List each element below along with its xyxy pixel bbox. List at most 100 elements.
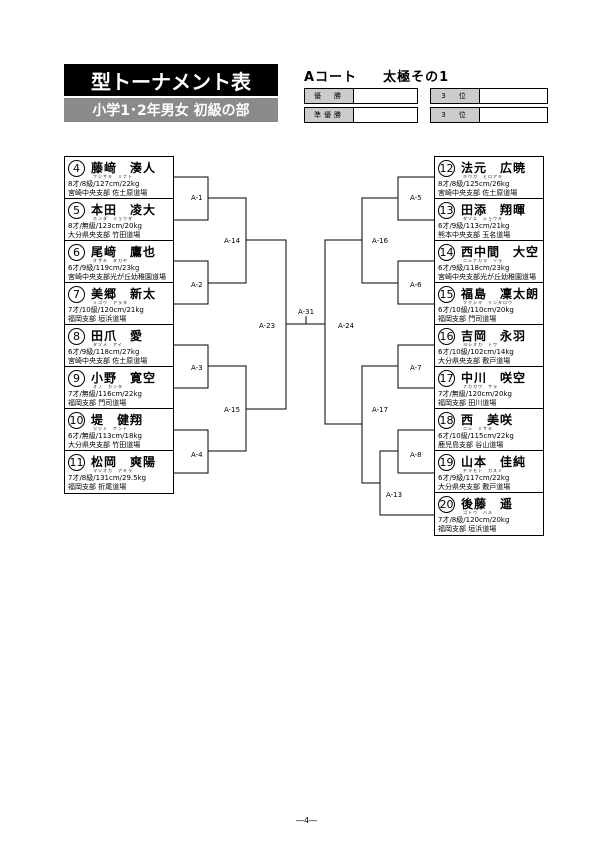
entry-card: 10 堤 健翔 ツツミ ケント 6才/無級/113cm/18kg 大分県央支部 … <box>65 409 173 451</box>
entry-kana: マツオカ アキラ <box>93 468 133 473</box>
entry-dojo: 大分県央支部 竹田道場 <box>68 441 141 449</box>
entry-name: 田添 翔暉 <box>461 203 527 217</box>
entry-dojo: 福岡支部 門司道場 <box>438 315 497 323</box>
entry-card: 16 吉岡 永羽 ヨシオカ トワ 6才/10級/102cm/14kg 大分県央支… <box>435 325 543 367</box>
entry-card: 9 小野 寛空 オノ カンタ 7才/無級/116cm/22kg 福岡支部 門司道… <box>65 367 173 409</box>
match-label: A-8 <box>410 451 422 459</box>
entry-kana: タゾエ ショウキ <box>463 216 503 221</box>
entry-card: 4 藤﨑 湊人 フジサキ ミナト 8才/8級/127cm/22kg 宮崎中央支部… <box>65 157 173 199</box>
result-champion: 優 勝 <box>304 88 418 104</box>
match-label: A-24 <box>338 322 355 330</box>
entry-number: 4 <box>68 160 85 177</box>
match-label: A-14 <box>224 237 241 245</box>
entry-dojo: 福岡支部 垣浜道場 <box>68 315 127 323</box>
entry-number: 12 <box>438 160 455 177</box>
entry-card: 12 法元 広暁 ホウガ ヒロアキ 8才/8級/125cm/26kg 宮崎中央支… <box>435 157 543 199</box>
entry-name: 山本 佳純 <box>461 455 527 469</box>
entry-name: 田爪 愛 <box>91 329 144 343</box>
entry-name: 福島 凜太朗 <box>461 287 540 301</box>
entry-name: 小野 寛空 <box>91 371 157 385</box>
entry-kana: ニシ ミサキ <box>463 426 493 431</box>
left-entry-list: 4 藤﨑 湊人 フジサキ ミナト 8才/8級/127cm/22kg 宮崎中央支部… <box>64 156 174 494</box>
entry-dojo: 宮崎中央支部 佐土原道場 <box>68 189 148 197</box>
entry-name: 法元 広暁 <box>461 161 527 175</box>
entry-dojo: 大分県央支部 敷戸道場 <box>438 483 511 491</box>
entry-stats: 8才/無級/123cm/20kg <box>68 222 142 230</box>
entry-name: 尾﨑 鷹也 <box>91 245 157 259</box>
entry-stats: 6才/10級/110cm/20kg <box>438 306 514 314</box>
match-label: A-1 <box>191 194 203 202</box>
entry-stats: 6才/9級/118cm/23kg <box>438 264 510 272</box>
entry-card: 13 田添 翔暉 タゾエ ショウキ 6才/9級/113cm/21kg 熊本中央支… <box>435 199 543 241</box>
entry-number: 17 <box>438 370 455 387</box>
entry-card: 18 西 美咲 ニシ ミサキ 6才/10級/115cm/22kg 鹿児島支部 谷… <box>435 409 543 451</box>
entry-number: 13 <box>438 202 455 219</box>
entry-kana: ミゴウ アラタ <box>93 300 128 305</box>
entry-number: 16 <box>438 328 455 345</box>
entry-stats: 8才/8級/127cm/22kg <box>68 180 140 188</box>
entry-dojo: 大分県央支部 敷戸道場 <box>438 357 511 365</box>
entry-dojo: 大分県央支部 竹田道場 <box>68 231 141 239</box>
entry-number: 5 <box>68 202 85 219</box>
match-label: A-5 <box>410 194 422 202</box>
match-label: A-7 <box>410 364 422 372</box>
entry-card: 8 田爪 愛 タヅメ アイ 6才/9級/118cm/27kg 宮崎中央支部 佐土… <box>65 325 173 367</box>
match-label: A-15 <box>224 406 241 414</box>
result-third-2: 3 位 <box>430 107 548 123</box>
entry-card: 19 山本 佳純 ヤマモト カスミ 6才/9級/117cm/22kg 大分県央支… <box>435 451 543 493</box>
court-heading: Aコート太極その1 <box>304 66 449 85</box>
entry-number: 9 <box>68 370 85 387</box>
entry-name: 吉岡 永羽 <box>461 329 527 343</box>
entry-kana: タヅメ アイ <box>93 342 123 347</box>
entry-kana: ツツミ ケント <box>93 426 128 431</box>
result-label: 準優勝 <box>305 108 354 122</box>
entry-card: 15 福島 凜太朗 フクシマ リンタロウ 6才/10級/110cm/20kg 福… <box>435 283 543 325</box>
entry-kana: フジサキ ミナト <box>93 174 133 179</box>
entry-dojo: 福岡支部 垣浜道場 <box>438 525 497 533</box>
match-label: A-6 <box>410 281 422 289</box>
match-label: A-23 <box>259 322 276 330</box>
entry-kana: ニシナカマ ソラ <box>463 258 503 263</box>
result-runner-up: 準優勝 <box>304 107 418 123</box>
entry-dojo: 宮崎中央支部 佐土原道場 <box>438 189 518 197</box>
entry-number: 8 <box>68 328 85 345</box>
division-subtitle: 小学1･2年男女 初級の部 <box>64 98 278 122</box>
entry-card: 20 後藤 遥 ゴトウ ハル 7才/8級/120cm/20kg 福岡支部 垣浜道… <box>435 493 543 535</box>
result-third-1: 3 位 <box>430 88 548 104</box>
match-label: A-3 <box>191 364 203 372</box>
entry-dojo: 福岡支部 門司道場 <box>68 399 127 407</box>
entry-card: 14 西中間 大空 ニシナカマ ソラ 6才/9級/118cm/23kg 宮崎中央… <box>435 241 543 283</box>
entry-stats: 7才/8級/131cm/29.5kg <box>68 474 147 482</box>
entry-kana: オザキ タカヤ <box>93 258 128 263</box>
entry-number: 15 <box>438 286 455 303</box>
entry-dojo: 宮崎中央支部光が丘幼稚園道場 <box>68 273 166 281</box>
match-label: A-4 <box>191 451 203 459</box>
entry-kana: ゴトウ ハル <box>463 510 493 515</box>
entry-kana: ナカガワ サラ <box>463 384 498 389</box>
entry-stats: 6才/10級/102cm/14kg <box>438 348 514 356</box>
entry-number: 14 <box>438 244 455 261</box>
entry-number: 7 <box>68 286 85 303</box>
entry-card: 11 松岡 爽陽 マツオカ アキラ 7才/8級/131cm/29.5kg 福岡支… <box>65 451 173 493</box>
match-label: A-17 <box>372 406 389 414</box>
entry-stats: 6才/9級/113cm/21kg <box>438 222 510 230</box>
entry-name: 松岡 爽陽 <box>91 455 157 469</box>
entry-number: 18 <box>438 412 455 429</box>
entry-name: 後藤 遥 <box>461 497 514 511</box>
entry-name: 美郷 新太 <box>91 287 157 301</box>
entry-stats: 6才/9級/117cm/22kg <box>438 474 510 482</box>
entry-dojo: 鹿児島支部 谷山道場 <box>438 441 504 449</box>
entry-name: 中川 咲空 <box>461 371 527 385</box>
page-number: ―4― <box>296 816 318 825</box>
entry-number: 6 <box>68 244 85 261</box>
entry-name: 本田 凌大 <box>91 203 157 217</box>
result-label: 3 位 <box>431 108 480 122</box>
entry-name: 西中間 大空 <box>461 245 540 259</box>
match-label: A-2 <box>191 281 203 289</box>
entry-kana: フクシマ リンタロウ <box>463 300 513 305</box>
entry-stats: 6才/9級/118cm/27kg <box>68 348 140 356</box>
entry-stats: 7才/無級/120cm/20kg <box>438 390 512 398</box>
entry-number: 20 <box>438 496 455 513</box>
entry-kana: ホンダ リョウタ <box>93 216 133 221</box>
